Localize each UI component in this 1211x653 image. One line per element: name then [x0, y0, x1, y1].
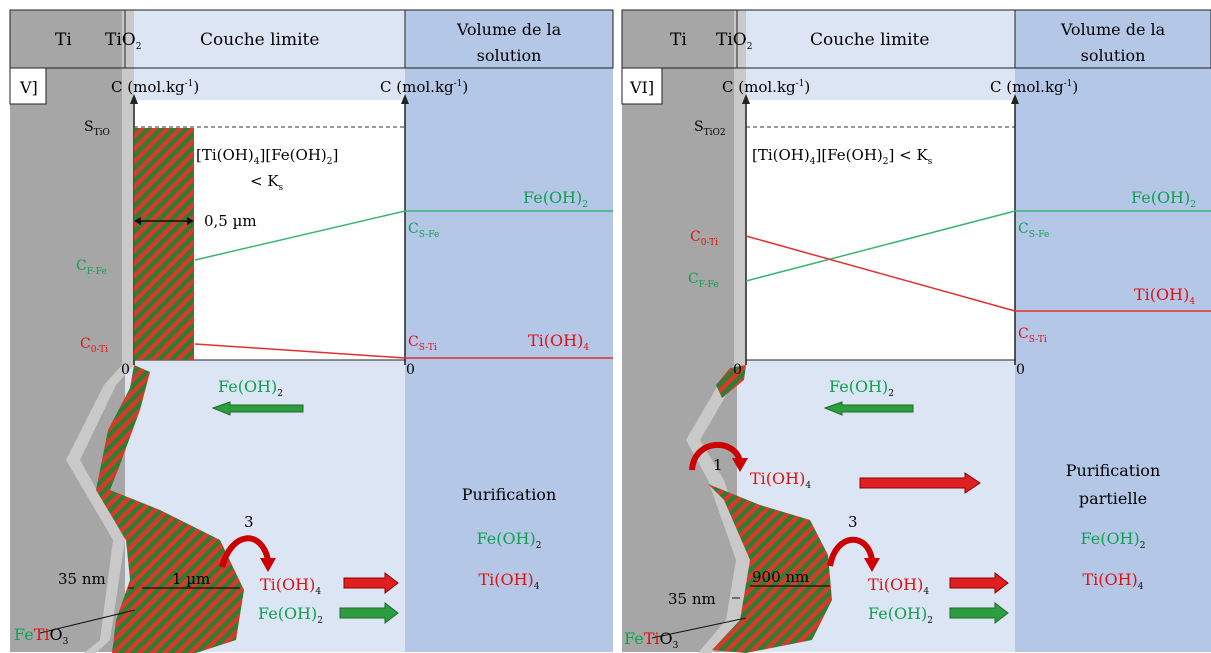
fe-flux-label: Fe(OH)2 — [218, 377, 283, 399]
fetio3-grain — [96, 365, 244, 653]
axis-label-right: C (mol.kg-1) — [380, 78, 468, 96]
fe-flux-arrow — [211, 401, 304, 416]
header-boundary: Couche limite — [200, 30, 319, 50]
ti-bulk-label: Ti(OH)4 — [1134, 285, 1195, 307]
purification-label: Purification — [1066, 461, 1161, 480]
ti-bulk-label: Ti(OH)4 — [528, 331, 589, 353]
fe-out-arrow — [949, 601, 1009, 625]
ti-out-label: Ti(OH)4 — [260, 575, 321, 597]
ksp-expression: [Ti(OH)4][Fe(OH)2] — [196, 146, 338, 167]
ti-gradient-line — [194, 343, 406, 359]
thickness-label: 0,5 µm — [204, 212, 257, 230]
axis-label-right: C (mol.kg-1) — [990, 78, 1078, 96]
panel-label: V] — [19, 78, 38, 97]
purification-label: Purification — [462, 485, 557, 504]
c-0-ti-label: C0-Ti — [690, 229, 718, 248]
header-boundary: Couche limite — [810, 30, 929, 50]
grain-width-label: 900 nm — [752, 568, 809, 586]
fe-bulk-label: Fe(OH)2 — [523, 188, 588, 210]
c-s-ti-label: CS-Ti — [1018, 326, 1047, 345]
axis-label-left: C (mol.kg-1) — [111, 78, 199, 96]
grain-width-label: 1 µm — [172, 570, 210, 588]
ti-gradient-line — [745, 235, 1016, 312]
fe-flux-label: Fe(OH)2 — [829, 377, 894, 399]
panel-label: VI] — [629, 78, 654, 97]
ksp-expression: [Ti(OH)4][Fe(OH)2] < Ks — [752, 146, 933, 167]
header-tio2: TiO2 — [105, 30, 141, 52]
header-ti: Ti — [670, 30, 687, 50]
header-volume-2: solution — [477, 46, 542, 65]
header-row — [9, 9, 614, 69]
plot-area — [746, 100, 1015, 360]
metal-region — [622, 10, 737, 652]
fe-gradient-line — [194, 210, 406, 261]
origin-right: 0 — [1016, 362, 1025, 378]
fetio3-leader — [651, 617, 747, 639]
origin-left: 0 — [121, 362, 130, 378]
fetio3-leader — [39, 609, 136, 634]
ti-flux-arrow — [859, 472, 981, 494]
fetio3-label: FeTiO3 — [624, 629, 679, 651]
ti-out-label: Ti(OH)4 — [868, 575, 929, 597]
panel-label-box — [621, 67, 663, 105]
fetio3-grain — [708, 484, 832, 653]
panel-vi: Ti TiO2 Couche limite Volume de la solut… — [621, 9, 1211, 653]
purif-fe-label: Fe(OH)2 — [477, 529, 542, 551]
purif-ti-label: Ti(OH)4 — [478, 570, 539, 592]
step-3-arrow — [827, 536, 875, 567]
origin-right: 0 — [406, 362, 415, 378]
saturation-label: STiO — [84, 119, 110, 138]
header-ti: Ti — [55, 30, 72, 50]
fe-bulk-label: Fe(OH)2 — [1131, 188, 1196, 210]
axis-label-left: C (mol.kg-1) — [722, 78, 810, 96]
step-3-arrow — [219, 535, 271, 568]
fe-out-arrow — [339, 601, 399, 625]
ti-out-arrow — [949, 571, 1009, 595]
fetio3-grain-top — [716, 365, 746, 398]
oxide-layer — [686, 10, 750, 653]
c-s-ti-label: CS-Ti — [408, 334, 437, 353]
solution-region — [1015, 10, 1211, 652]
c-f-fe-label: CF-Fe — [76, 258, 107, 277]
header-tio2: TiO2 — [716, 30, 752, 52]
purif-ti-label: Ti(OH)4 — [1082, 570, 1143, 592]
step-3-label: 3 — [848, 513, 858, 531]
panel-v: Ti TiO2 Couche limite Volume de la solut… — [9, 9, 614, 653]
c-s-fe-label: CS-Fe — [408, 221, 439, 240]
header-volume-1: Volume de la — [456, 20, 562, 39]
solution-region — [405, 10, 613, 652]
oxide-layer — [66, 10, 134, 653]
purification-label-2: partielle — [1079, 489, 1147, 508]
deposit-layer — [134, 128, 194, 360]
oxide-thickness-label: 35 nm — [668, 590, 716, 608]
oxide-thickness-label: 35 nm — [58, 570, 106, 588]
fetio3-label: FeTiO3 — [14, 625, 69, 647]
header-volume-1: Volume de la — [1060, 20, 1166, 39]
saturation-label: STiO2 — [694, 119, 726, 138]
origin-left: 0 — [733, 362, 742, 378]
step-1-label: 1 — [713, 456, 723, 474]
ti-flux-label: Ti(OH)4 — [750, 469, 811, 491]
c-s-fe-label: CS-Fe — [1018, 221, 1049, 240]
c-0-ti-label: C0-Ti — [80, 336, 108, 355]
step-3-label: 3 — [244, 513, 254, 531]
ksp-inequality: < Ks — [250, 172, 284, 193]
ti-out-arrow — [343, 571, 399, 595]
panel-label-box — [9, 67, 47, 105]
step-1-arrow — [689, 442, 743, 471]
header-row — [621, 9, 1211, 69]
c-f-fe-label: CF-Fe — [688, 271, 719, 290]
purif-fe-label: Fe(OH)2 — [1081, 529, 1146, 551]
fe-out-label: Fe(OH)2 — [868, 604, 933, 626]
fe-out-label: Fe(OH)2 — [258, 604, 323, 626]
fe-gradient-line — [745, 210, 1016, 282]
header-volume-2: solution — [1081, 46, 1146, 65]
metal-region — [10, 10, 125, 652]
fe-flux-arrow — [823, 401, 914, 416]
